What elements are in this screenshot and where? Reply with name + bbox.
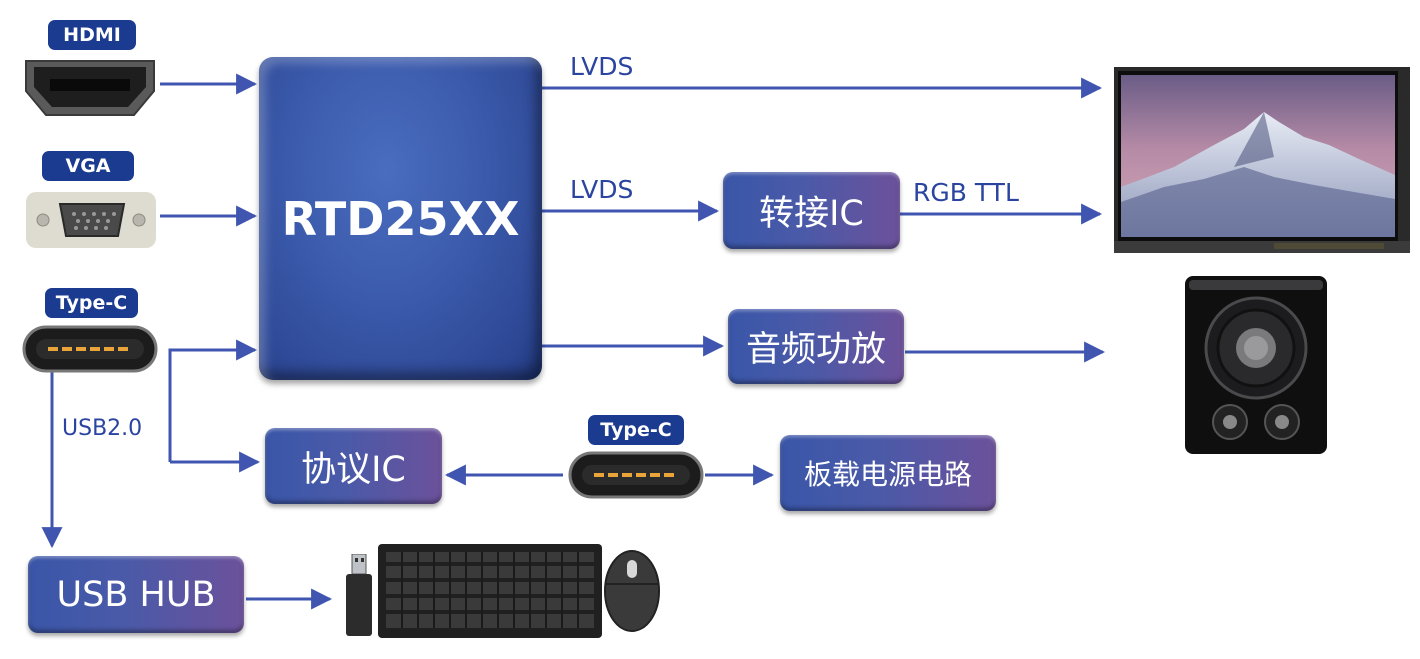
speaker-image bbox=[1185, 276, 1327, 454]
protocol-ic-label: 协议IC bbox=[301, 449, 406, 490]
audio-amp-label: 音频功放 bbox=[745, 330, 886, 370]
keyboard-image bbox=[378, 544, 602, 638]
usb20-label: USB2.0 bbox=[62, 416, 143, 441]
audio-amp-box: 音频功放 bbox=[728, 309, 904, 384]
typec-tag-mid: Type-C bbox=[588, 415, 684, 445]
power-circuit-label: 板载电源电路 bbox=[803, 458, 972, 491]
rtd25xx-chip: RTD25XX bbox=[259, 57, 542, 380]
bridge-ic-label: 转接IC bbox=[759, 194, 864, 234]
lvds-label-top: LVDS bbox=[570, 52, 634, 81]
typec-port-icon-left bbox=[22, 325, 158, 373]
lvds-label-mid: LVDS bbox=[570, 175, 634, 204]
arrow-typec-chip bbox=[168, 339, 258, 462]
lcd-panel-image bbox=[1114, 67, 1410, 253]
typec-port-icon-mid bbox=[568, 451, 704, 499]
usb-hub-box: USB HUB bbox=[28, 556, 244, 633]
vga-tag: VGA bbox=[42, 151, 134, 181]
vga-port-icon bbox=[26, 192, 156, 248]
hdmi-tag: HDMI bbox=[48, 20, 136, 50]
typec-tag-left: Type-C bbox=[45, 288, 138, 318]
protocol-ic-box: 协议IC bbox=[265, 428, 442, 504]
mouse-image bbox=[604, 550, 660, 632]
usb-hub-label: USB HUB bbox=[56, 574, 216, 615]
chip-label: RTD25XX bbox=[281, 191, 520, 246]
rgb-ttl-label: RGB TTL bbox=[913, 178, 1019, 207]
power-circuit-box: 板载电源电路 bbox=[780, 435, 996, 511]
usb-dongle-image bbox=[346, 554, 372, 636]
bridge-ic-box: 转接IC bbox=[723, 172, 900, 249]
hdmi-port-icon bbox=[25, 60, 155, 116]
